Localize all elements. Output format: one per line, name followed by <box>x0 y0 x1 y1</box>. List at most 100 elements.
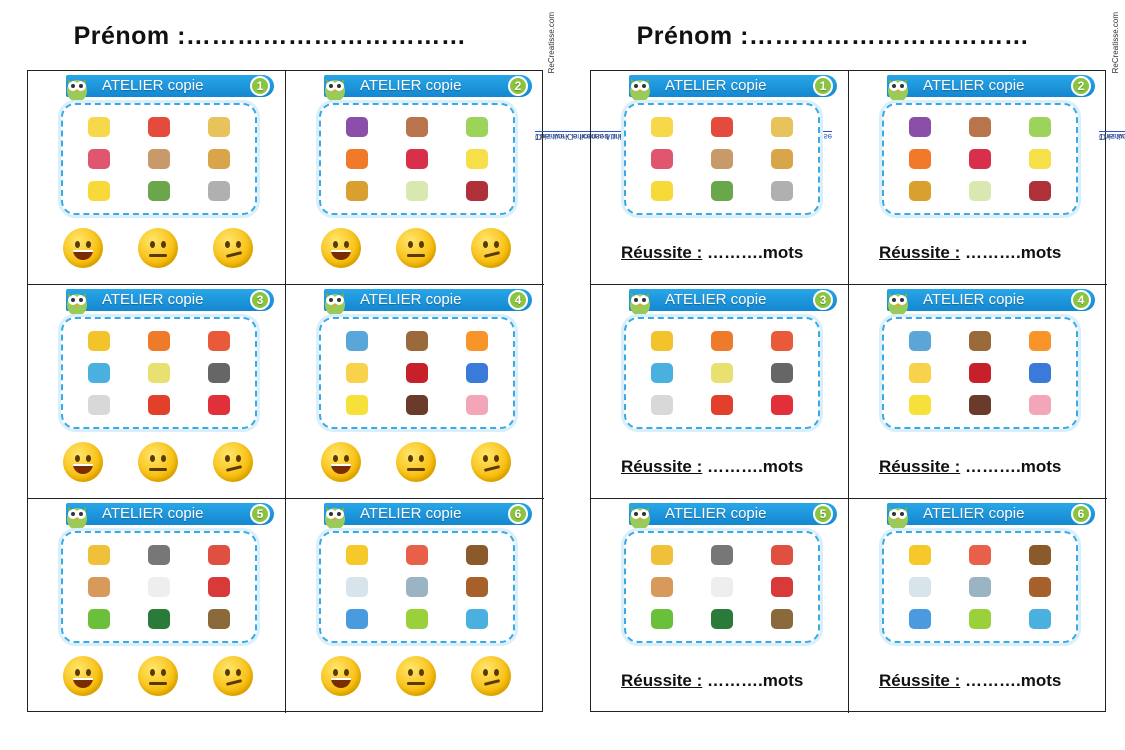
atelier-number-badge: 2 <box>508 76 528 96</box>
picture-panel <box>61 317 257 429</box>
atelier-number-badge: 4 <box>508 290 528 310</box>
cheese-icon <box>909 363 931 383</box>
lamp-icon <box>208 545 230 565</box>
sad-face-icon[interactable] <box>471 656 511 696</box>
reussite-unit: mots <box>762 671 804 690</box>
sad-face-icon[interactable] <box>213 228 253 268</box>
self-assessment-faces <box>63 442 253 482</box>
microphone-icon <box>208 363 230 383</box>
sad-face-icon[interactable] <box>471 228 511 268</box>
neutral-face-icon[interactable] <box>138 228 178 268</box>
neutral-face-icon[interactable] <box>138 442 178 482</box>
reussite-unit: mots <box>1020 457 1062 476</box>
neutral-face-icon[interactable] <box>396 656 436 696</box>
horse-icon <box>466 545 488 565</box>
picture-panel <box>319 317 515 429</box>
sun-icon <box>466 149 488 169</box>
license-link[interactable]: Creative Commons Attribution-NonCommerci… <box>1099 132 1125 141</box>
atelier-number-badge: 2 <box>1071 76 1091 96</box>
neutral-face-icon[interactable] <box>396 228 436 268</box>
sad-face-icon[interactable] <box>471 442 511 482</box>
smiling-face-icon[interactable] <box>321 656 361 696</box>
reussite-unit: mots <box>762 457 804 476</box>
reussite-unit: mots <box>1020 671 1062 690</box>
smiling-face-icon[interactable] <box>321 442 361 482</box>
lemon-icon <box>909 395 931 415</box>
chocolate-icon <box>406 395 428 415</box>
pizza-icon <box>771 331 793 351</box>
picture-panel <box>624 531 820 643</box>
picture-panel <box>624 317 820 429</box>
crab-icon <box>148 395 170 415</box>
reussite-unit: mots <box>762 243 804 262</box>
spring-icon <box>909 331 931 351</box>
smiling-face-icon[interactable] <box>63 656 103 696</box>
apple-icon <box>88 331 110 351</box>
windmill-icon <box>406 117 428 137</box>
neutral-face-icon[interactable] <box>138 656 178 696</box>
self-assessment-faces <box>321 228 511 268</box>
smiling-face-icon[interactable] <box>63 228 103 268</box>
smiling-face-icon[interactable] <box>63 442 103 482</box>
mouse-icon <box>208 181 230 201</box>
backpack-icon <box>88 149 110 169</box>
sad-face-icon[interactable] <box>213 442 253 482</box>
pirate-icon <box>208 577 230 597</box>
cheese-icon <box>346 363 368 383</box>
neutral-face-icon[interactable] <box>396 442 436 482</box>
reussite-line: Réussite : ……….mots <box>621 457 803 477</box>
prenom-field: Prénom :…………………………… <box>73 22 467 50</box>
apple-icon <box>651 331 673 351</box>
picture-panel <box>882 317 1078 429</box>
glass-icon <box>346 577 368 597</box>
glass-icon <box>909 577 931 597</box>
alarm-clock-icon <box>346 609 368 629</box>
cherry-icon <box>969 363 991 383</box>
atelier-label: ATELIER copie <box>102 291 204 308</box>
picture-panel <box>61 531 257 643</box>
sink-icon <box>711 363 733 383</box>
caterpillar-icon <box>969 609 991 629</box>
owl-icon <box>64 285 90 317</box>
thermometer-icon <box>406 577 428 597</box>
reussite-dots: ………. <box>964 671 1021 690</box>
smiling-face-icon[interactable] <box>321 228 361 268</box>
owl-icon <box>322 285 348 317</box>
reussite-line: Réussite : ……….mots <box>879 671 1061 691</box>
slug-icon <box>88 577 110 597</box>
coat-icon <box>466 577 488 597</box>
fox-icon <box>148 331 170 351</box>
picture-panel <box>319 531 515 643</box>
owl-icon <box>64 71 90 103</box>
carrot-icon <box>909 149 931 169</box>
owl-icon <box>322 71 348 103</box>
cauliflower-icon <box>406 181 428 201</box>
balloon-icon <box>969 545 991 565</box>
atelier-number-badge: 6 <box>508 504 528 524</box>
sad-face-icon[interactable] <box>213 656 253 696</box>
reussite-dots: ………. <box>706 243 763 262</box>
dinosaur-icon <box>651 609 673 629</box>
atelier-label: ATELIER copie <box>923 505 1025 522</box>
glasses-icon <box>88 545 110 565</box>
pig-icon <box>1029 395 1051 415</box>
microphone-icon <box>771 363 793 383</box>
atelier-label: ATELIER copie <box>360 505 462 522</box>
picture-panel <box>882 103 1078 215</box>
self-assessment-faces <box>321 656 511 696</box>
owl-icon <box>627 285 653 317</box>
nest-icon <box>771 609 793 629</box>
